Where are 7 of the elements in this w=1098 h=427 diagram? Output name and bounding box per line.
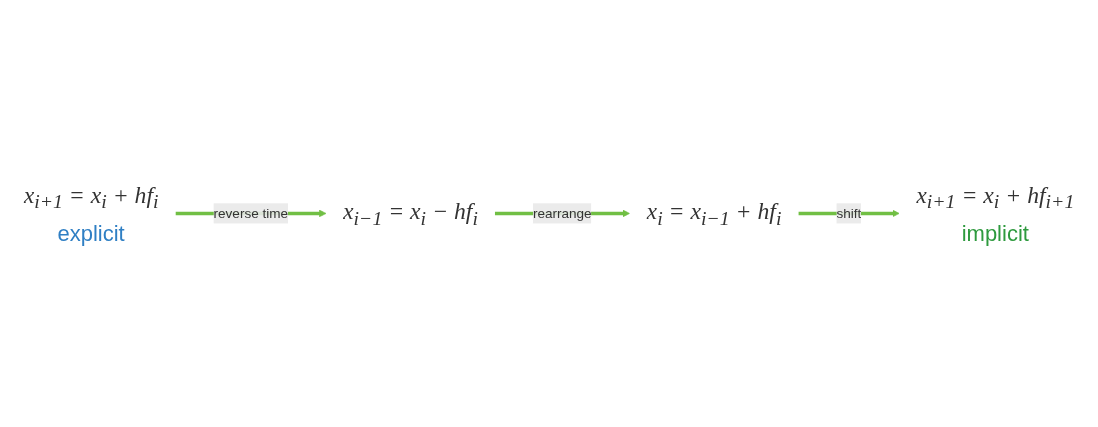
node-text: x$_{i+1}$ = x$_{i}$ + hf$_{i+1}$ implicit	[916, 181, 1075, 246]
edge-label: reverse time	[213, 205, 289, 221]
edge-label: shift	[836, 205, 862, 221]
node-text: x$_{i+1}$ = x$_{i}$ + hf$_{i}$ explicit	[23, 181, 159, 246]
node-text: x$_{i}$ = x$_{i−1}$ + hf$_{i}$	[646, 198, 782, 229]
edge-label: rearrange	[532, 205, 592, 221]
node-text: x$_{i−1}$ = x$_{i}$ − hf$_{i}$	[343, 198, 478, 229]
